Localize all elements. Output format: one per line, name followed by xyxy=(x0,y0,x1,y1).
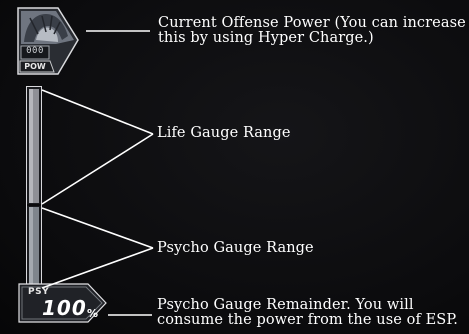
offense-power-value: 000 xyxy=(26,46,44,56)
gauge-bar-icon xyxy=(26,86,42,292)
psycho-callout-line-top xyxy=(41,207,154,249)
psy-percent-unit: % xyxy=(87,307,99,320)
psycho-callout-line-bottom xyxy=(41,247,154,289)
life-psycho-gauge xyxy=(26,86,42,292)
remainder-caption-line-2: consume the power from the use of ESP. xyxy=(157,312,458,328)
remainder-caption-line-1: Psycho Gauge Remainder. You will xyxy=(157,297,414,313)
psycho-remainder-caption: Psycho Gauge Remainder. You will consume… xyxy=(157,298,458,328)
psy-remainder-value: 100 xyxy=(42,296,87,320)
portrait-frame-icon xyxy=(17,7,79,75)
psycho-gauge-caption: Psycho Gauge Range xyxy=(157,240,314,256)
life-callout-line-bottom xyxy=(41,133,154,205)
psy-label: PSY xyxy=(28,287,50,297)
offense-power-caption: Current Offense Power (You can increase … xyxy=(158,16,466,46)
offense-caption-line-2: this by using Hyper Charge.) xyxy=(158,30,374,46)
offense-caption-line-1: Current Offense Power (You can increase xyxy=(158,15,466,31)
life-callout-line-top xyxy=(41,89,154,135)
life-gauge-caption: Life Gauge Range xyxy=(157,125,291,141)
offense-power-portrait: 000 POW xyxy=(16,6,80,76)
pow-label: POW xyxy=(24,62,46,71)
